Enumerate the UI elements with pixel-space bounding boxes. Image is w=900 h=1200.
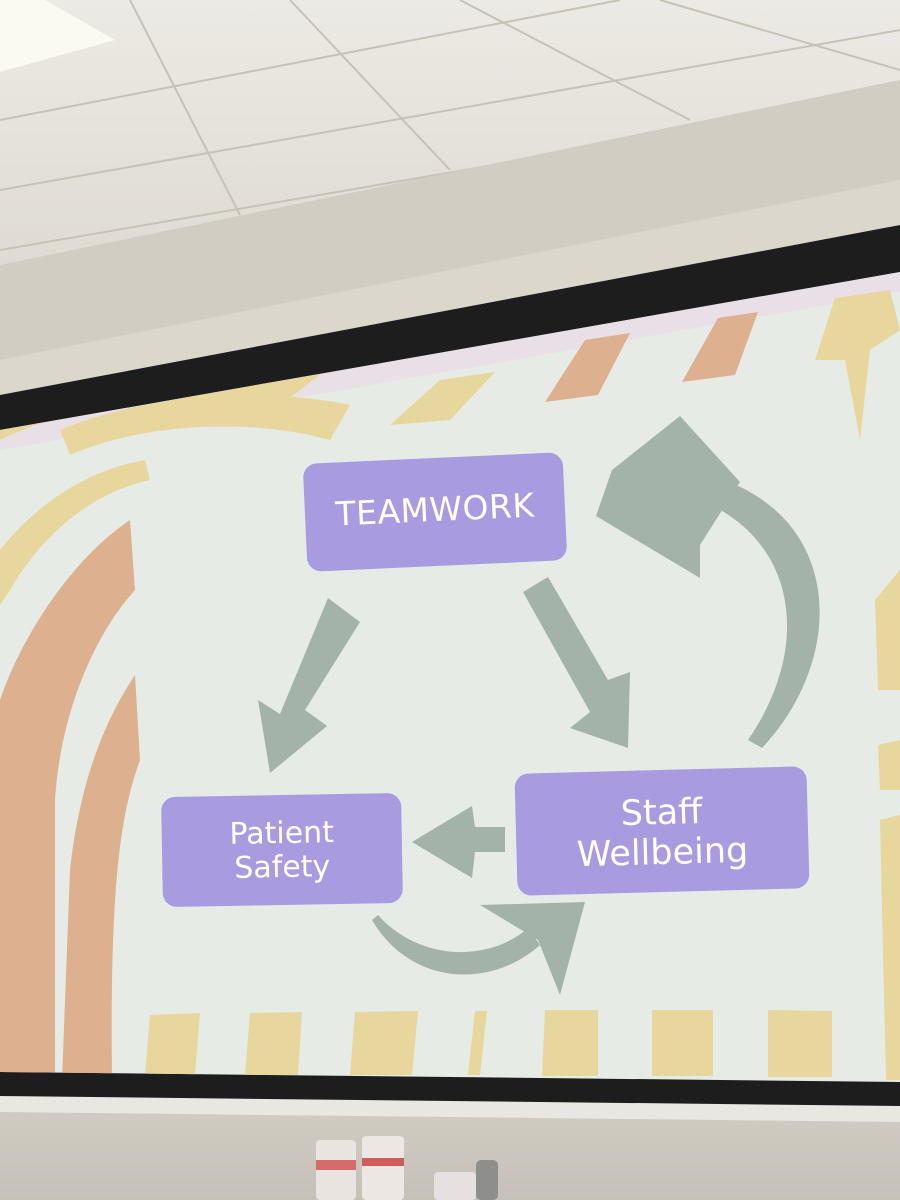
arrow-patient-to-staff-head [480,902,585,995]
wall-ledge [0,180,900,400]
arrow-teamwork-to-patient [258,598,360,773]
staff-wellbeing-node [514,766,810,896]
cup-stack [434,1172,476,1200]
arrow-staff-to-teamwork-head [596,416,740,578]
decor-bottom-stripes [145,1010,832,1077]
wall-bulkhead [0,80,900,390]
arrow-patient-to-staff-curved [372,915,540,975]
table-items [316,1136,498,1200]
cup-stack [362,1136,404,1200]
diagram-arrows [258,416,820,995]
ceiling-light [0,0,115,72]
bottle [476,1160,498,1200]
patient-safety-node [161,793,403,907]
arrow-staff-to-teamwork-curved [705,478,820,748]
arrow-teamwork-to-staff [523,577,630,748]
teamwork-node [303,452,567,572]
decor-right-stripes [875,570,900,1080]
arrow-staff-to-patient [412,806,505,878]
screen-bottom-bar [0,1096,900,1122]
decor-left-arcs [0,460,150,1080]
